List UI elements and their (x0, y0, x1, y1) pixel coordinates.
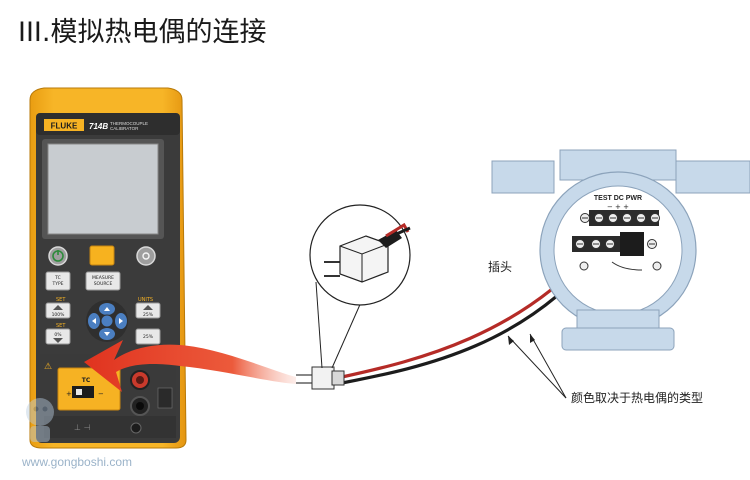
units-label: UNITS (138, 297, 153, 303)
pct-25-up-label: 25% (143, 312, 154, 318)
tc-port-label: TC (82, 377, 91, 384)
pct-0-label: 0% (54, 332, 62, 338)
wire-color-annotation: 颜色取决于热电偶的类型 (571, 391, 704, 405)
measure-source-button (85, 271, 121, 291)
brand-label: FLUKE (51, 122, 78, 131)
svg-text:+: + (66, 390, 72, 398)
top-terminal-row (580, 210, 660, 226)
annotation-line-1 (507, 335, 567, 399)
svg-text:⊥ ⊣: ⊥ ⊣ (74, 423, 91, 432)
temperature-transmitter: TEST DC PWR − + + (491, 149, 750, 351)
hold-button (89, 245, 115, 266)
callout-line-left (315, 281, 323, 369)
fluke-logo: FLUKE (44, 119, 84, 131)
insertion-arrow (84, 340, 296, 392)
pipe-right (675, 160, 750, 194)
set-label-1: SET (56, 297, 66, 303)
power-button (48, 246, 68, 266)
tc-type-button (45, 271, 71, 291)
sensor-terminal-row (572, 232, 662, 271)
plug-zoom-callout (309, 204, 411, 306)
lcd-display (47, 143, 159, 235)
watermark-url: www.gongboshi.com (22, 455, 133, 469)
set-100-button (45, 302, 71, 319)
fluke-calibrator: FLUKE 714B THERMOCOUPLE CALIBRATOR TC TY… (29, 87, 187, 449)
pipe-left (491, 160, 555, 194)
callout-line-right (331, 299, 363, 369)
source-label: SOURCE (94, 281, 113, 287)
navigation-pad (86, 300, 128, 342)
page-title: III.模拟热电偶的连接 (18, 17, 267, 48)
subtitle-line2: CALIBRATOR (110, 126, 139, 131)
mini-tc-plug (296, 366, 345, 390)
measure-label: MEASURE (92, 275, 114, 281)
tc-port-socket (72, 386, 94, 398)
pct-100-label: 100% (52, 312, 66, 318)
model-label: 714B (89, 122, 108, 131)
subtitle-line1: THERMOCOUPLE (110, 121, 148, 126)
units-down-button (135, 328, 161, 345)
warning-icon: ⚠ (44, 362, 52, 372)
backlight-button (136, 246, 156, 266)
annotation-line-2 (529, 333, 567, 399)
watermark-mascot (26, 398, 54, 442)
terminal-block-label: TEST DC PWR (594, 195, 642, 202)
svg-text:−: − (98, 390, 104, 398)
pct-25-down-label: 25% (143, 334, 154, 340)
units-up-button (135, 302, 161, 319)
set-label-2: SET (56, 323, 66, 329)
tc-type-label2: TYPE (51, 281, 63, 287)
tc-type-label1: TC (54, 275, 61, 281)
terminal-polarity: − + + (607, 203, 629, 211)
plug-label-fragment: 插头 (488, 260, 513, 274)
set-0-button (45, 328, 71, 345)
